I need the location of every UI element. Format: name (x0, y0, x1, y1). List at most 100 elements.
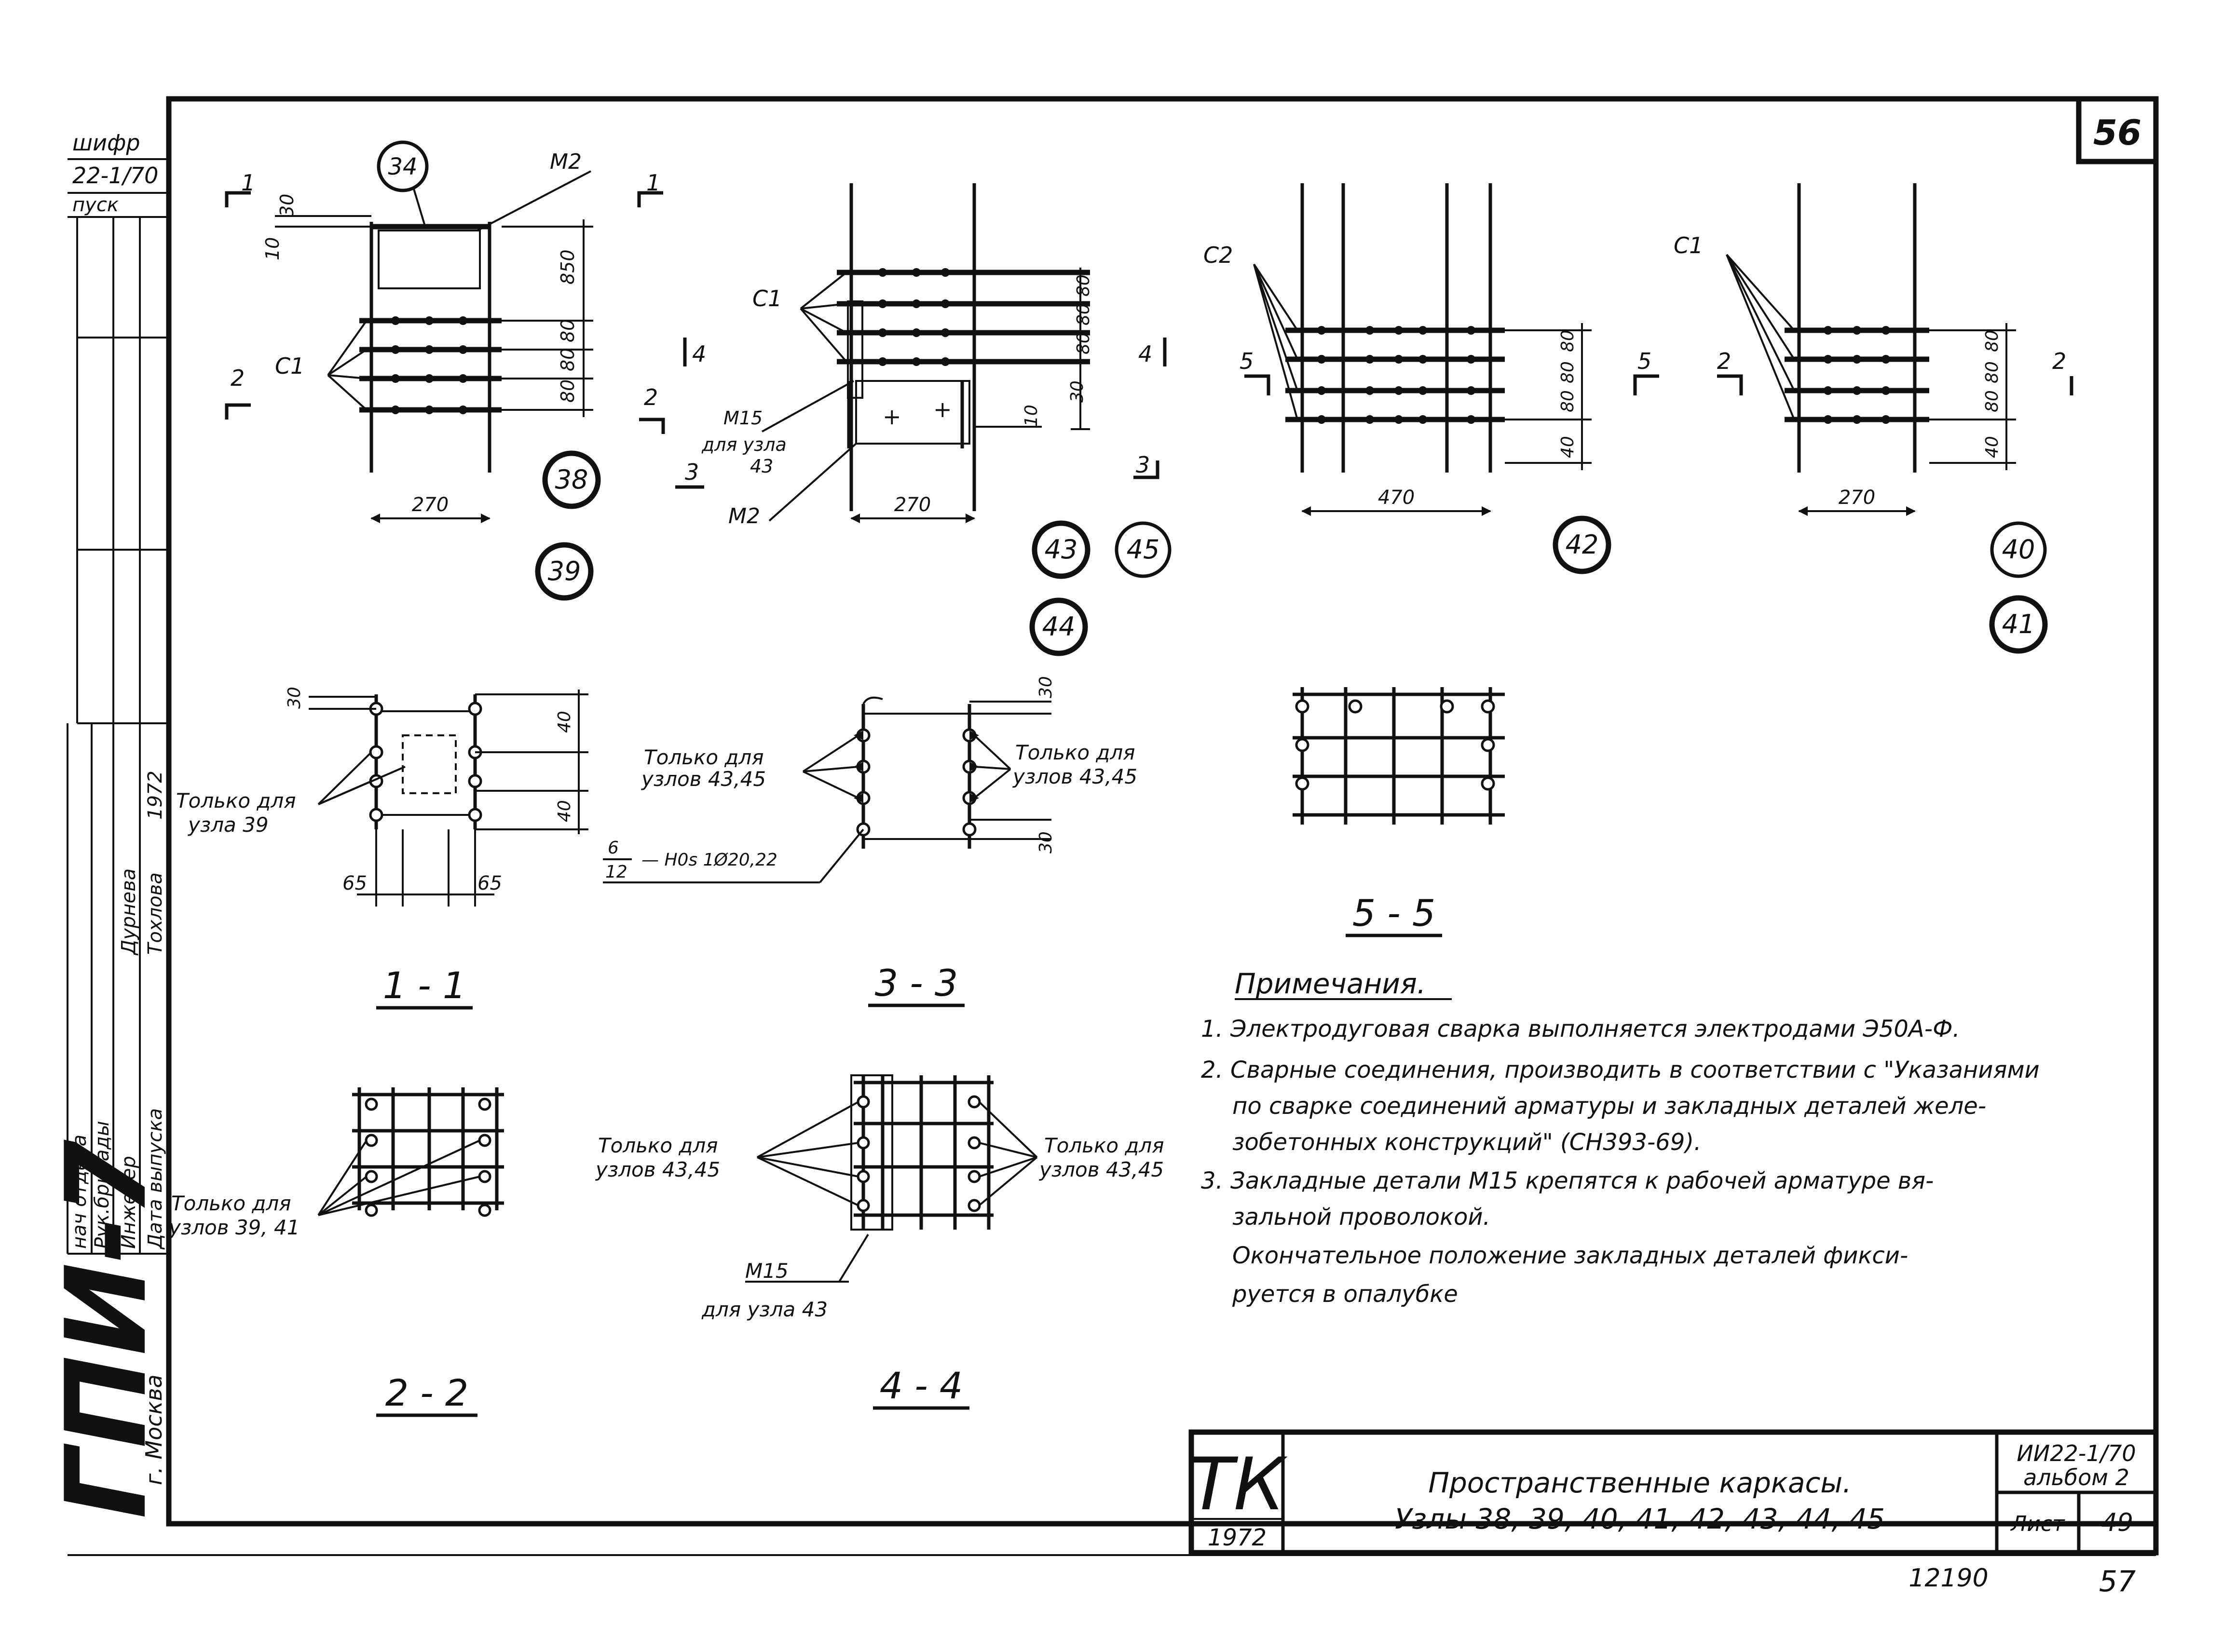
company-mark: ГПИ-7 (42, 1139, 171, 1519)
svg-text:4: 4 (1138, 341, 1152, 367)
svg-text:30: 30 (1067, 380, 1087, 403)
svg-text:40: 40 (555, 711, 574, 733)
svg-text:30: 30 (285, 687, 304, 709)
svg-text:5: 5 (1637, 348, 1651, 374)
view-node-38-39: 850 80 80 80 30 10 270 1 2 С1 М2 34 38 3… (225, 140, 601, 601)
svg-text:Рук.бригады: Рук.бригады (91, 1121, 113, 1249)
company-city: г. Москва (141, 1374, 167, 1485)
svg-text:альбом 2: альбом 2 (2023, 1464, 2129, 1490)
svg-text:узлов 39, 41: узлов 39, 41 (168, 1216, 300, 1239)
notes-heading: Примечания. (1235, 967, 1426, 1000)
svg-text:для узла: для узла (701, 434, 787, 455)
svg-text:65: 65 (342, 872, 367, 894)
svg-text:270: 270 (894, 494, 931, 516)
svg-text:руется в опалубке: руется в опалубке (1232, 1281, 1458, 1308)
svg-text:М2: М2 (728, 504, 760, 528)
svg-text:3. Закладные детали М15 крепят: 3. Закладные детали М15 крепятся к рабоч… (1201, 1167, 1934, 1194)
svg-text:М15: М15 (745, 1259, 789, 1283)
svg-text:4: 4 (692, 341, 706, 367)
section-1-1: 30 40 40 65 65 Только для узла 39 1 - 1 (176, 687, 588, 1010)
svg-text:1972: 1972 (1208, 1524, 1267, 1551)
svg-text:30: 30 (1036, 831, 1056, 853)
svg-text:470: 470 (1378, 487, 1415, 509)
svg-text:2: 2 (644, 384, 658, 410)
svg-text:Тохлова: Тохлова (144, 872, 166, 955)
svg-text:шифр: шифр (72, 130, 140, 156)
svg-text:М15: М15 (723, 407, 763, 429)
svg-text:40: 40 (2002, 534, 2035, 565)
svg-text:49: 49 (2101, 1508, 2133, 1537)
svg-text:узлов 43,45: узлов 43,45 (641, 767, 766, 791)
svg-text:850: 850 (557, 249, 578, 284)
svg-text:Окончательное положение заклад: Окончательное положение закладных детале… (1232, 1242, 1908, 1269)
section-4-4: Только для узлов 43,45 Только для узлов … (595, 1074, 1164, 1410)
view-node-43-45: + + 80 80 80 30 270 10 1 2 4 4 3 3 С1 М1… (637, 170, 1172, 656)
page-number-box (2076, 96, 2159, 164)
svg-text:80: 80 (1074, 332, 1093, 354)
svg-text:узлов 43,45: узлов 43,45 (1012, 765, 1137, 788)
doc-number: 12190 (1908, 1564, 1988, 1593)
svg-text:ИИ22-1/70: ИИ22-1/70 (2017, 1440, 2136, 1466)
svg-text:12: 12 (605, 862, 627, 882)
svg-text:80: 80 (1074, 274, 1093, 297)
svg-text:4 - 4: 4 - 4 (880, 1364, 963, 1407)
svg-text:1. Электродуговая сварка выпол: 1. Электродуговая сварка выполняется эле… (1201, 1016, 1960, 1043)
view-node-42: 80 80 80 40 470 5 5 С2 42 (1203, 183, 1659, 574)
svg-text:по сварке соединений арматуры: по сварке соединений арматуры и закладны… (1232, 1093, 1986, 1120)
svg-text:Лист: Лист (2010, 1512, 2065, 1536)
section-5-5: 5 - 5 (1293, 687, 1505, 937)
svg-text:45: 45 (1127, 534, 1160, 565)
svg-text:40: 40 (1982, 436, 2002, 458)
svg-text:3: 3 (685, 459, 699, 485)
title-block: ТК 1972 Пространственные каркасы. Узлы 3… (1188, 1429, 2159, 1556)
svg-text:1: 1 (646, 170, 660, 196)
svg-text:Инженер: Инженер (118, 1156, 140, 1249)
svg-text:34: 34 (388, 153, 417, 180)
svg-text:5: 5 (1240, 348, 1254, 374)
svg-text:узла 39: узла 39 (187, 813, 269, 837)
svg-text:40: 40 (1558, 436, 1578, 458)
svg-text:44: 44 (1042, 611, 1076, 642)
svg-text:80: 80 (557, 348, 578, 371)
svg-text:1972: 1972 (144, 771, 166, 820)
svg-text:Только для: Только для (1044, 1134, 1164, 1157)
svg-text:80: 80 (557, 319, 578, 342)
svg-text:42: 42 (1566, 529, 1599, 560)
svg-text:3 - 3: 3 - 3 (875, 961, 958, 1004)
svg-text:30: 30 (276, 194, 298, 217)
svg-text:2. Сварные соединения, произво: 2. Сварные соединения, производить в соо… (1201, 1056, 2040, 1083)
svg-text:2: 2 (231, 365, 245, 391)
svg-text:Только для: Только для (176, 789, 296, 812)
svg-text:1: 1 (241, 170, 255, 196)
svg-text:Только для: Только для (644, 745, 764, 769)
svg-text:39: 39 (548, 556, 581, 586)
svg-text:80: 80 (1558, 361, 1578, 383)
notes-block: Примечания. 1. Электродуговая сварка вып… (1201, 967, 2040, 1308)
svg-text:38: 38 (555, 464, 588, 495)
svg-text:43: 43 (1045, 534, 1078, 565)
svg-text:30: 30 (1036, 676, 1056, 698)
svg-text:41: 41 (2002, 609, 2035, 639)
svg-text:Узлы 38, 39, 40, 41, 42, 43, 4: Узлы 38, 39, 40, 41, 42, 43, 44, 45 (1395, 1503, 1885, 1535)
svg-text:2: 2 (1717, 348, 1731, 374)
svg-text:узлов 43,45: узлов 43,45 (595, 1158, 720, 1181)
svg-text:Только для: Только для (1015, 741, 1135, 764)
svg-text:80: 80 (1558, 390, 1578, 412)
svg-text:М2: М2 (550, 149, 582, 174)
svg-text:С1: С1 (1674, 232, 1703, 258)
svg-text:С1: С1 (275, 353, 304, 379)
svg-text:Дата выпуска: Дата выпуска (144, 1108, 166, 1250)
sheet-border (166, 96, 2159, 1527)
svg-text:80: 80 (1558, 330, 1578, 352)
svg-text:40: 40 (555, 800, 574, 822)
svg-text:Пространственные каркасы.: Пространственные каркасы. (1428, 1466, 1851, 1499)
svg-text:270: 270 (412, 494, 449, 516)
svg-text:80: 80 (1982, 390, 2002, 412)
svg-text:80: 80 (1982, 330, 2002, 352)
svg-text:С1: С1 (752, 285, 782, 311)
svg-text:2: 2 (2052, 348, 2066, 374)
svg-text:5 - 5: 5 - 5 (1352, 892, 1435, 934)
svg-text:10: 10 (1022, 405, 1041, 427)
svg-text:зальной проволокой.: зальной проволокой. (1232, 1204, 1490, 1231)
